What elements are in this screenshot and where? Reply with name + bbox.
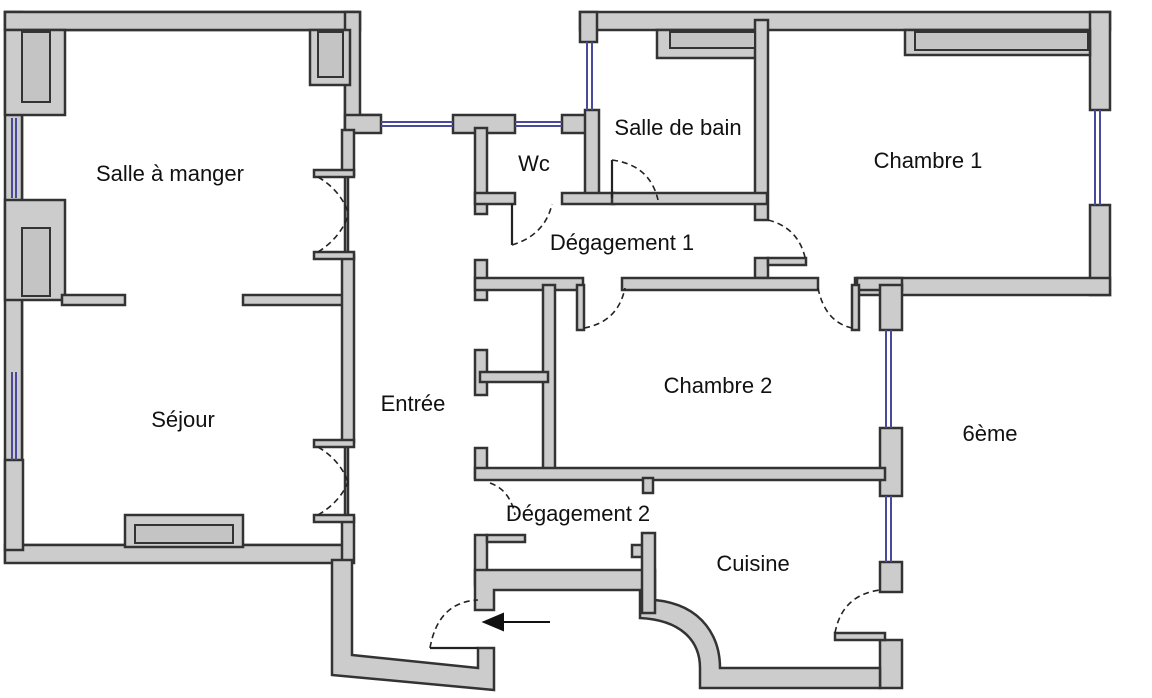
wall-top-right-left [578,10,599,44]
door-stub-4 [312,513,356,524]
wall-cuisine-bottom [473,568,882,690]
door-arc-sej-1 [317,446,349,483]
wall-entree-left-2 [340,253,356,444]
door-arc-c2a [583,287,626,329]
radiator-2 [317,31,344,78]
wall-top-left [3,10,362,32]
pillar-left-3 [3,458,25,552]
wall-bath-chambre1 [753,18,770,222]
label-salle-de-bain: Salle de bain [614,115,741,140]
door-arc-cuisine [834,589,881,634]
door-stub-2 [312,250,356,261]
radiator-1 [21,31,51,103]
door-arc-entree [429,599,479,649]
door-arc-deg2 [489,482,516,516]
radiator-4 [134,524,234,544]
radiator-5 [669,31,756,49]
door-stub-1 [312,168,356,179]
room-labels: Salle à manger Séjour Entrée Wc Salle de… [96,115,1018,576]
door-arc-sam-1 [317,176,349,213]
label-entree: Entrée [381,391,446,416]
label-degagement-1: Dégagement 1 [550,230,694,255]
door-arc-sam-2 [317,215,349,253]
wall-deg2-tick [641,476,655,495]
door-arc-c1 [767,219,807,263]
label-chambre-1: Chambre 1 [874,148,983,173]
wall-wc-right [583,108,601,204]
wall-chambre1-left-bottom [753,256,770,280]
label-salle-a-manger: Salle à manger [96,161,244,186]
label-wc: Wc [518,151,550,176]
entrance-arrow [481,612,550,632]
radiator-3 [21,227,51,297]
door-stub-c2b [850,283,861,332]
wall-bath-bottom [610,191,769,206]
wall-entree-right-stub-2 [478,370,550,384]
wall-right-outer-1 [1088,10,1112,112]
door-stub-cuisine [833,631,887,642]
doors [317,159,881,650]
wall-entree-bottom [330,558,496,692]
wall-cuisine-right-2 [878,638,904,690]
wall-chambre2-right-1 [878,283,904,332]
wall-partition-right [241,293,348,307]
windows [11,42,1101,562]
door-arc-c2b [817,287,853,329]
wall-left-notch [343,113,383,135]
entrance-arrow-head [481,612,504,632]
wall-deg2-stub-1 [485,533,527,544]
wall-top-right [578,10,1112,32]
door-arc-bath [611,159,659,201]
wall-partition-left [60,293,127,307]
wall-wc-bottom-2 [560,191,616,206]
label-sejour: Séjour [151,407,215,432]
wall-cuisine-right-1 [878,560,904,594]
wall-entree-left-1 [340,128,356,177]
label-degagement-2: Dégagement 2 [506,501,650,526]
radiator-6 [914,31,1089,51]
wall-deg1-bottom-3 [620,276,820,292]
door-stub-c2a [575,283,586,332]
walls [3,10,1112,692]
wall-wc-bottom [473,191,517,206]
door-stub-3 [312,438,356,449]
wall-cuisine-left [640,531,657,615]
radiators [21,31,1089,544]
wall-entree-left-3 [340,516,356,565]
wall-deg1-bottom-2 [473,276,585,292]
wall-chambre2-right-2 [878,426,904,498]
label-chambre-2: Chambre 2 [664,373,773,398]
door-arc-wc [511,203,553,246]
door-stub-c1 [766,256,808,267]
label-cuisine: Cuisine [716,551,789,576]
label-6eme: 6ème [962,421,1017,446]
wall-chambre2-bottom [473,466,887,482]
door-arc-sej-2 [317,481,349,516]
